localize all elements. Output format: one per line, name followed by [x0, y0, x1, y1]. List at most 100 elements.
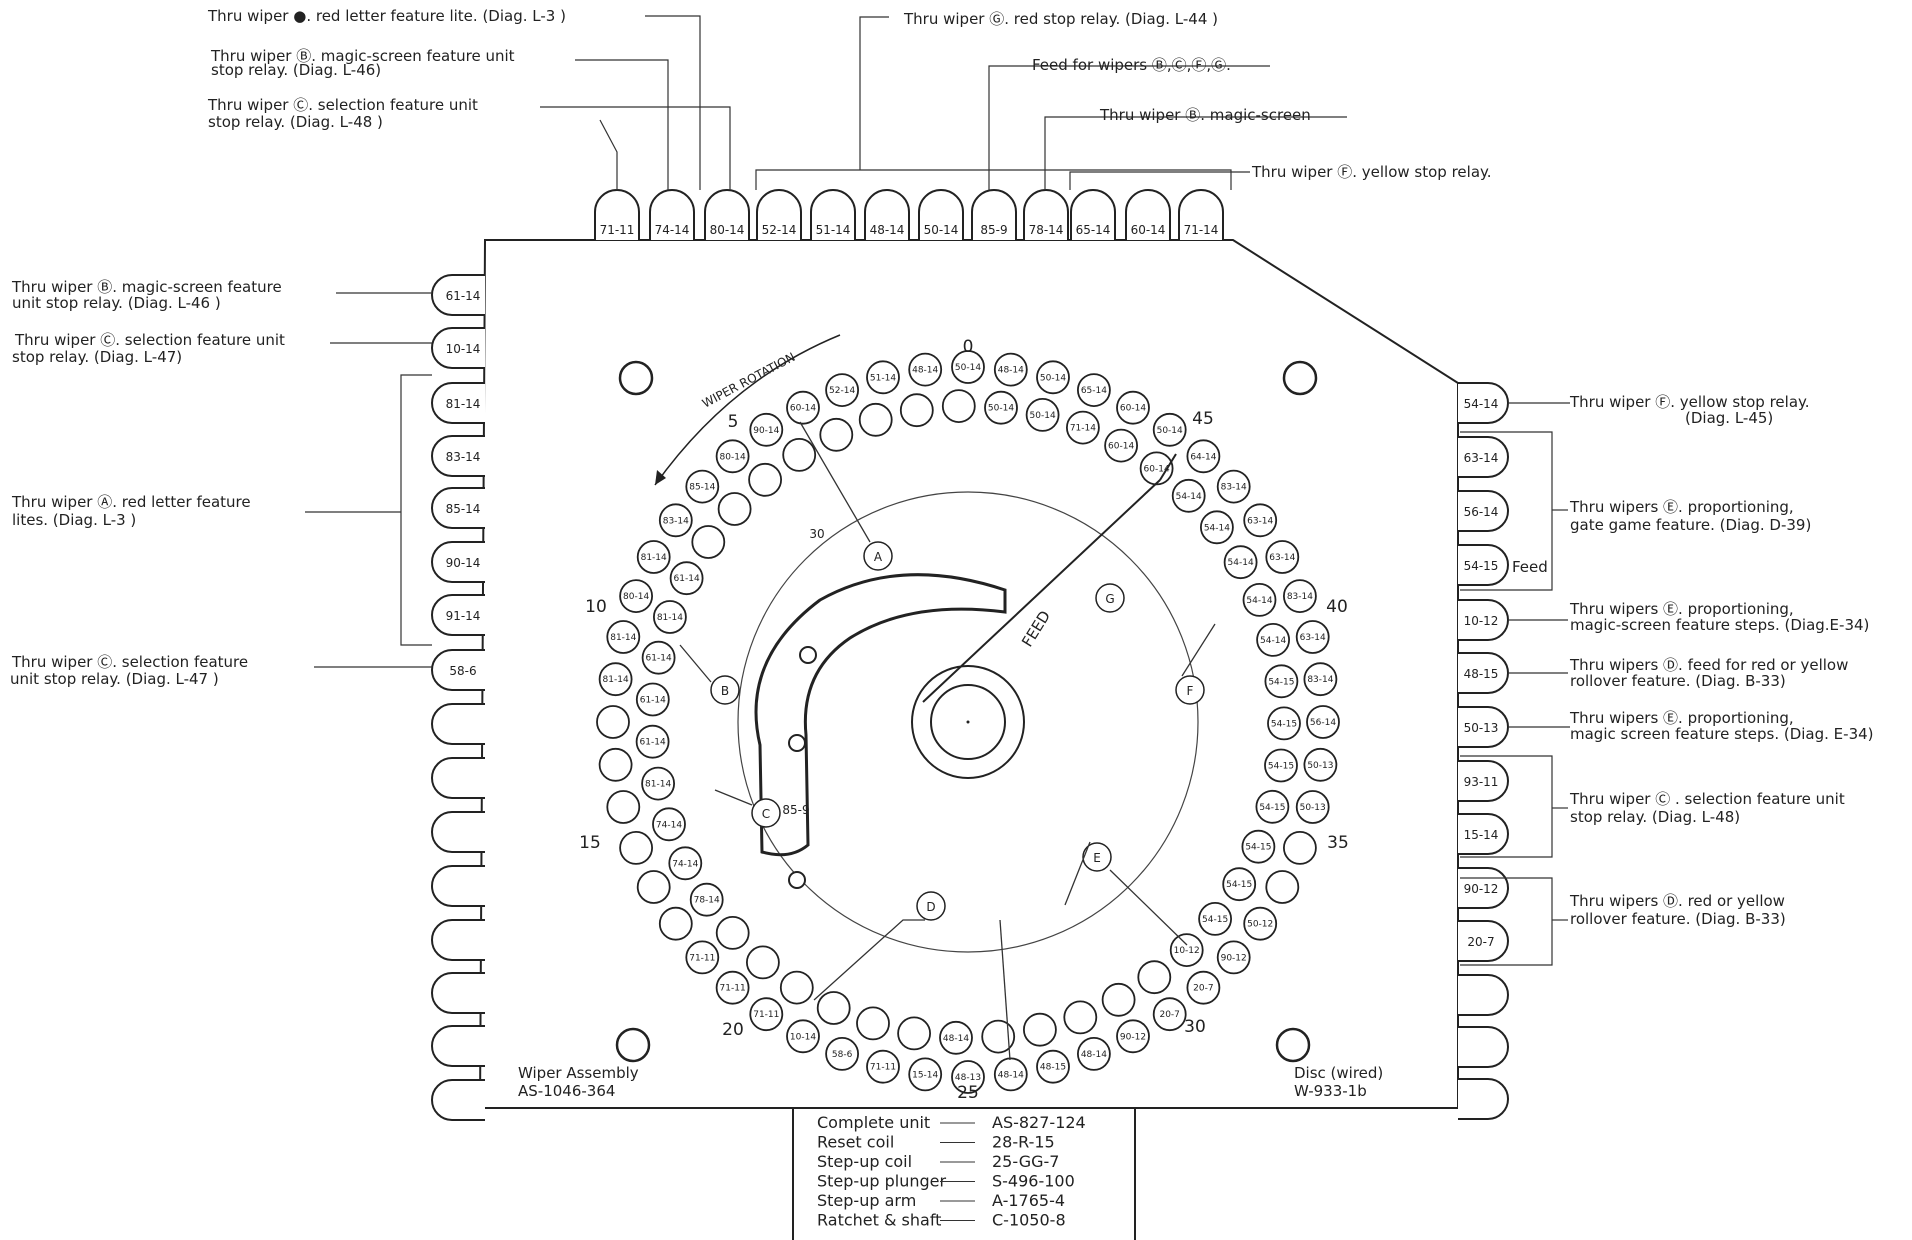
outer-contact-hole: [825, 373, 859, 408]
leader-line: [1069, 171, 1250, 190]
part-name: Step-up plunger: [817, 1172, 946, 1191]
outer-contact-hole: [1303, 662, 1338, 697]
outer-hole-label: 48-14: [912, 366, 938, 376]
left-terminal-tab: [431, 382, 485, 424]
wiper-letter-circle: [1175, 675, 1205, 705]
inner-contact-hole: [782, 437, 817, 472]
right-note: (Diag. L-45): [1685, 409, 1773, 427]
top-terminal-tab: [756, 189, 802, 240]
right-terminal-tab: [1458, 920, 1509, 962]
outer-contact-hole: [1283, 831, 1317, 865]
outer-hole-label: 48-14: [1081, 1050, 1107, 1060]
inner-contact-hole: [1264, 748, 1298, 783]
outer-hole-label: 50-14: [955, 363, 981, 373]
rotation-arrow: [654, 334, 841, 486]
top-note: Feed for wipers Ⓑ,Ⓒ,Ⓕ,Ⓖ.: [1032, 56, 1231, 74]
outer-contact-hole: [1303, 747, 1338, 782]
outer-contact-hole: [658, 906, 693, 941]
inner-contact-hole: [779, 970, 814, 1005]
wiper-letter: B: [721, 684, 729, 698]
inner-hole-label: 61-14: [640, 738, 666, 748]
right-tab-label: 54-15: [1464, 559, 1499, 573]
part-name: Reset coil: [817, 1133, 894, 1152]
inner-contact-hole: [1255, 789, 1290, 824]
left-tab-label: 85-14: [446, 502, 481, 516]
outer-contact-hole: [1152, 997, 1187, 1032]
left-terminal-tab: [431, 811, 485, 853]
inner-contact-hole: [981, 1019, 1016, 1054]
outer-contact-hole: [1036, 360, 1070, 395]
step-number: 30: [1184, 1017, 1206, 1037]
left-terminal-tab: [431, 594, 485, 636]
inner-contact-hole: [717, 492, 752, 526]
right-note: stop relay. (Diag. L-48): [1570, 808, 1740, 826]
top-tab-label: 71-14: [1184, 223, 1219, 237]
outer-contact-hole: [908, 352, 943, 387]
mounting-hole: [615, 1027, 651, 1063]
right-tab-label: 63-14: [1464, 451, 1499, 465]
inner-hole-label: 61-14: [646, 654, 672, 664]
top-tab-label: 50-14: [924, 223, 959, 237]
left-note: Thru wiper Ⓐ. red letter feature: [11, 493, 251, 511]
left-tab-label: 61-14: [446, 289, 481, 303]
inner-contact-hole: [941, 389, 976, 424]
wiper-letter: D: [926, 900, 935, 914]
cam-hole: [788, 871, 806, 889]
left-tab-label: 90-14: [446, 556, 481, 570]
top-tab-label: 51-14: [816, 223, 851, 237]
outer-contact-hole: [1295, 790, 1330, 824]
left-terminal-tab: [431, 1079, 485, 1121]
disc-title: Disc (wired): [1294, 1064, 1383, 1082]
inner-hole-label: 54-15: [1271, 719, 1297, 729]
inner-hole-label: 54-15: [1245, 843, 1271, 853]
right-note: Feed: [1512, 558, 1548, 576]
top-terminal-tab: [1070, 189, 1116, 240]
outer-contact-hole: [908, 1057, 943, 1092]
outer-contact-hole: [1243, 906, 1278, 941]
step-number: 15: [579, 833, 601, 853]
cam-hole: [799, 646, 817, 664]
inner-hole-label: 48-14: [943, 1034, 969, 1044]
inner-contact-hole: [897, 1016, 931, 1051]
outer-hole-label: 85-14: [689, 483, 715, 493]
inner-contact-hole: [1200, 510, 1234, 545]
outer-contact-hole: [1243, 503, 1278, 538]
right-tab-label: 20-7: [1467, 935, 1494, 949]
part-number: A-1765-4: [992, 1191, 1065, 1210]
inner-contact-hole: [1267, 706, 1301, 741]
outer-hole-label: 48-15: [1040, 1063, 1066, 1073]
outer-contact-hole: [786, 1019, 820, 1054]
inner-contact-hole: [691, 525, 726, 559]
right-note: Thru wipers Ⓓ. red or yellow: [1569, 892, 1785, 910]
parts-list-box: [792, 1107, 1136, 1240]
right-tab-label: 93-11: [1464, 775, 1499, 789]
inner-hole-label: 60-14: [1144, 464, 1170, 474]
inner-hole-label: 54-14: [1204, 523, 1230, 533]
right-terminal-tab: [1458, 436, 1509, 478]
top-terminal-tab: [918, 189, 964, 240]
outer-contact-hole: [715, 439, 750, 474]
inner-hole-label: 81-14: [645, 780, 671, 790]
outer-contact-hole: [715, 970, 750, 1005]
inner-contact-hole: [653, 600, 687, 634]
outer-contact-hole: [1077, 1037, 1111, 1071]
part-number: S-496-100: [992, 1172, 1075, 1191]
wiper-pointer: [714, 789, 753, 806]
top-tab-label: 85-9: [980, 223, 1007, 237]
top-terminal-tab: [810, 189, 856, 240]
inner-contact-hole: [1025, 397, 1060, 432]
inner-hole-label: 74-14: [656, 820, 682, 830]
inner-contact-hole: [641, 766, 675, 801]
inner-contact-hole: [1066, 410, 1100, 445]
outer-hole-label: 81-14: [603, 675, 629, 685]
wiper-letter-circle: [1095, 583, 1125, 613]
leader-lines: [305, 15, 1570, 966]
wiper-pointer: [799, 421, 871, 543]
step-number: 5: [728, 412, 739, 432]
inner-contact-hole: [652, 807, 686, 842]
left-tab-label: 91-14: [446, 609, 481, 623]
outer-hole-label: 60-14: [1120, 404, 1146, 414]
outer-hole-label: 48-14: [998, 1070, 1024, 1080]
wiper-letter-circle: [1082, 842, 1112, 872]
outer-contact-hole: [1116, 1019, 1150, 1054]
